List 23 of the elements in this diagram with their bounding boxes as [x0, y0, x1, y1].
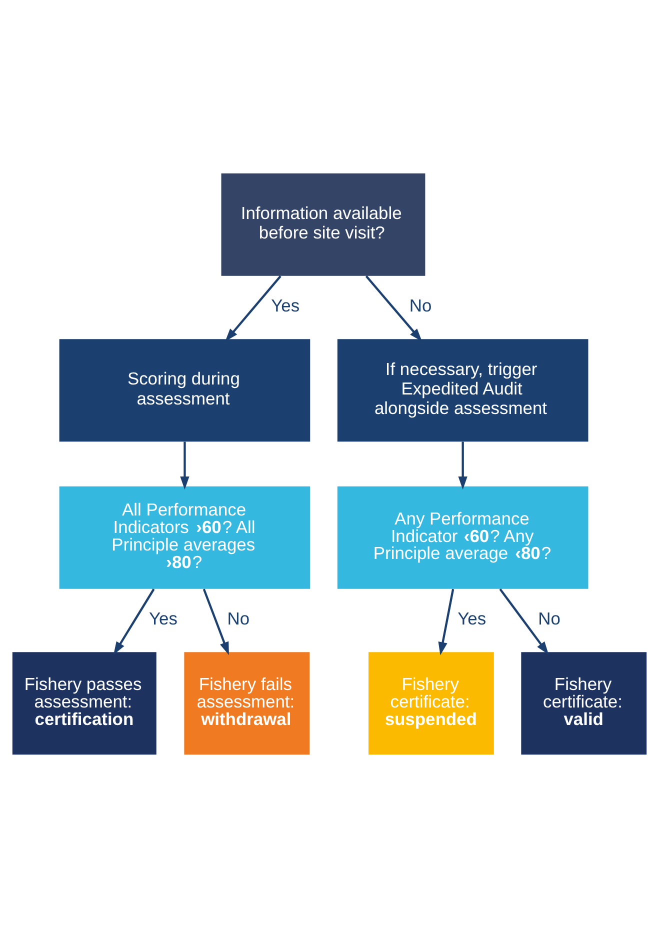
arrow: [202, 588, 229, 655]
arrow: [225, 274, 282, 342]
arrow: [113, 588, 155, 654]
node-box: Fishery certificate: valid: [521, 652, 647, 754]
arrow: [365, 274, 422, 342]
node-box: Any Performance Indicator ‹60? Any Principle average ‹80?: [337, 486, 588, 588]
edge-label: Yes: [271, 295, 300, 316]
node-box: Fishery certificate: suspended: [368, 652, 494, 754]
arrow: [499, 588, 549, 654]
node-box: Scoring during assessment: [59, 338, 310, 442]
edge-label: No: [538, 608, 560, 628]
node-box: Information available before site visit?: [221, 172, 426, 276]
arrow: [458, 441, 468, 490]
edge-label: Yes: [148, 608, 178, 628]
node-box: Fishery passes assessment: certification: [12, 652, 156, 754]
edge-label: Yes: [458, 608, 486, 628]
arrow: [180, 441, 190, 490]
node-box: All Performance Indicators ›60? All Principle averages ›80?: [59, 486, 310, 588]
edge-label: No: [409, 295, 432, 316]
node-box: If necessary, trigger Expedited Audit alongside assessment: [337, 338, 588, 442]
arrow: [438, 588, 454, 655]
node-box: Fishery fails assessment: withdrawal: [184, 652, 310, 754]
edge-label: No: [227, 608, 250, 628]
